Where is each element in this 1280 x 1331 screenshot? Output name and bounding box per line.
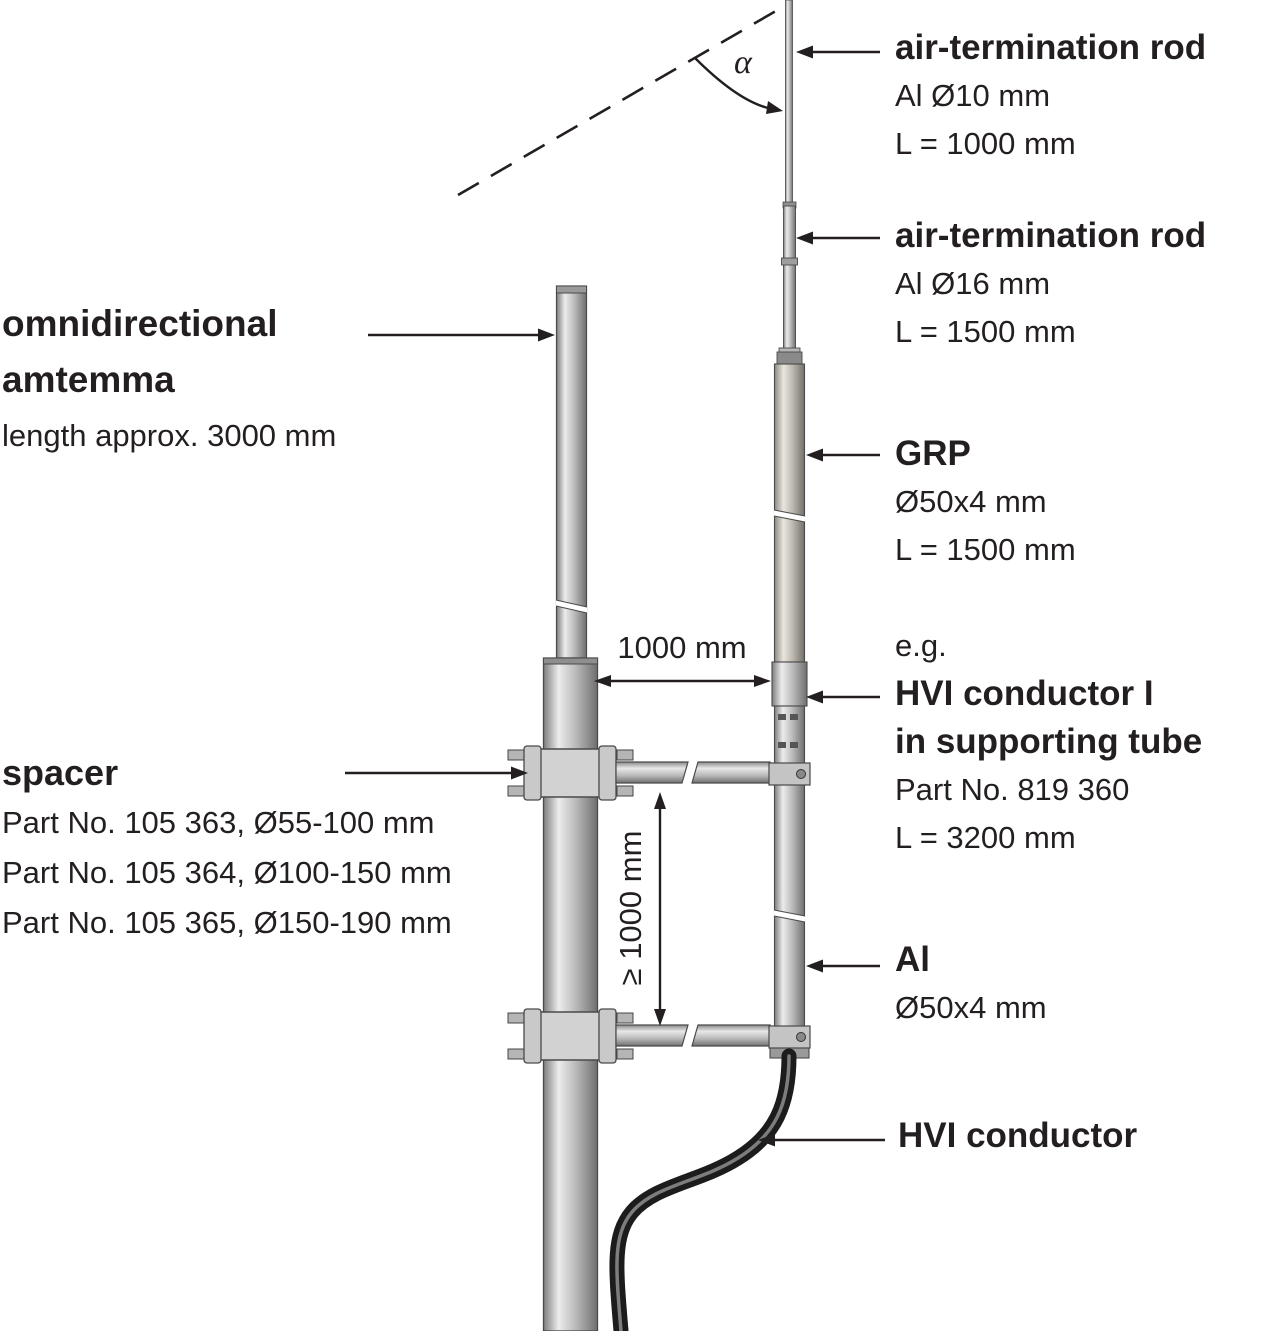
arrow-rod16 bbox=[796, 231, 880, 245]
al-spec1: Ø50x4 mm bbox=[895, 990, 1047, 1025]
label-al: Al Ø50x4 mm bbox=[895, 936, 1047, 1032]
label-hvi-conductor: HVI conductor bbox=[898, 1112, 1137, 1160]
hvi-title: HVI conductor bbox=[898, 1116, 1138, 1155]
antenna-spec1: length approx. 3000 mm bbox=[2, 418, 337, 453]
arrow-grp bbox=[806, 448, 880, 462]
spacer-arm-upper bbox=[615, 761, 811, 786]
spacer-arm-lower bbox=[615, 1024, 811, 1049]
hvi-conductor-cable bbox=[609, 1048, 797, 1331]
rod16-title: air-termination rod bbox=[895, 216, 1207, 255]
hvi-tube-spec2: L = 3200 mm bbox=[895, 820, 1076, 855]
arrow-spacer bbox=[345, 766, 528, 780]
angle-arc bbox=[694, 57, 783, 114]
arrow-antenna bbox=[368, 328, 555, 342]
spacer-title: spacer bbox=[2, 752, 119, 793]
angle-label: α bbox=[734, 44, 752, 81]
label-air-termination-rod-16: air-termination rod Al Ø16 mm L = 1500 m… bbox=[895, 212, 1206, 356]
spacer-clamp-lower bbox=[507, 1008, 634, 1064]
rod10-spec2: L = 1000 mm bbox=[895, 126, 1076, 161]
supporting-tube bbox=[769, 661, 810, 1059]
label-spacer: spacer Part No. 105 363, Ø55-100 mm Part… bbox=[2, 748, 452, 948]
hvi-tube-title2: in supporting tube bbox=[895, 722, 1203, 761]
grp-spec2: L = 1500 mm bbox=[895, 532, 1076, 567]
rod16-spec1: Al Ø16 mm bbox=[895, 266, 1051, 301]
arrow-rod10 bbox=[796, 45, 880, 59]
label-hvi-tube: e.g. HVI conductor I in supporting tube … bbox=[895, 622, 1202, 862]
antenna-title1: omnidirectional bbox=[2, 303, 278, 344]
dimension-horizontal-1000mm bbox=[594, 675, 771, 687]
rod16-spec2: L = 1500 mm bbox=[895, 314, 1076, 349]
spacer-spec2: Part No. 105 364, Ø100-150 mm bbox=[2, 855, 452, 890]
air-termination-rod-16 bbox=[781, 201, 798, 357]
spacer-clamp-upper bbox=[507, 745, 634, 801]
arrow-al bbox=[806, 959, 880, 973]
grp-spec1: Ø50x4 mm bbox=[895, 484, 1047, 519]
grp-title: GRP bbox=[895, 434, 971, 473]
arrow-hvi-tube bbox=[806, 690, 880, 704]
spacer-spec1: Part No. 105 363, Ø55-100 mm bbox=[2, 805, 435, 840]
dimension-label-horizontal: 1000 mm bbox=[617, 630, 747, 665]
arrow-hvi-conductor bbox=[758, 1133, 885, 1147]
al-title: Al bbox=[895, 940, 930, 979]
dimension-label-vertical: ≥ 1000 mm bbox=[613, 830, 648, 986]
hvi-tube-title1: HVI conductor I bbox=[895, 674, 1154, 713]
hvi-tube-spec1: Part No. 819 360 bbox=[895, 772, 1130, 807]
dimension-vertical-1000mm bbox=[654, 792, 666, 1026]
rod10-spec1: Al Ø10 mm bbox=[895, 78, 1051, 113]
hvi-tube-eg: e.g. bbox=[895, 628, 947, 663]
antenna-title2: amtemma bbox=[2, 359, 175, 400]
protection-angle-dashed-line bbox=[457, 2, 789, 197]
label-antenna: omnidirectional amtemma length approx. 3… bbox=[2, 296, 336, 464]
antenna-upper-tube bbox=[555, 285, 588, 659]
rod10-title: air-termination rod bbox=[895, 28, 1207, 67]
spacer-spec3: Part No. 105 365, Ø150-190 mm bbox=[2, 905, 452, 940]
air-termination-rod-10 bbox=[785, 0, 793, 207]
grp-tube bbox=[773, 347, 806, 663]
label-air-termination-rod-10: air-termination rod Al Ø10 mm L = 1000 m… bbox=[895, 24, 1206, 168]
label-grp: GRP Ø50x4 mm L = 1500 mm bbox=[895, 430, 1076, 574]
